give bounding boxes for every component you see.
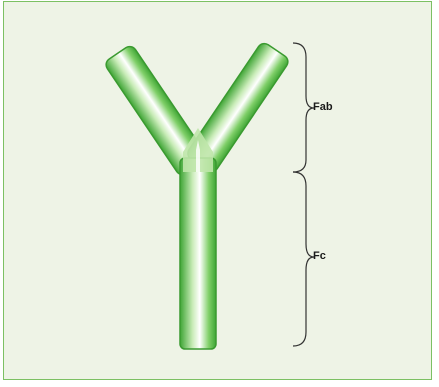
fab-label: Fab [313,102,333,113]
fc-label: Fc [313,251,326,262]
fc-brace [293,172,314,346]
antibody-stem [180,158,216,349]
fab-brace [293,43,314,172]
